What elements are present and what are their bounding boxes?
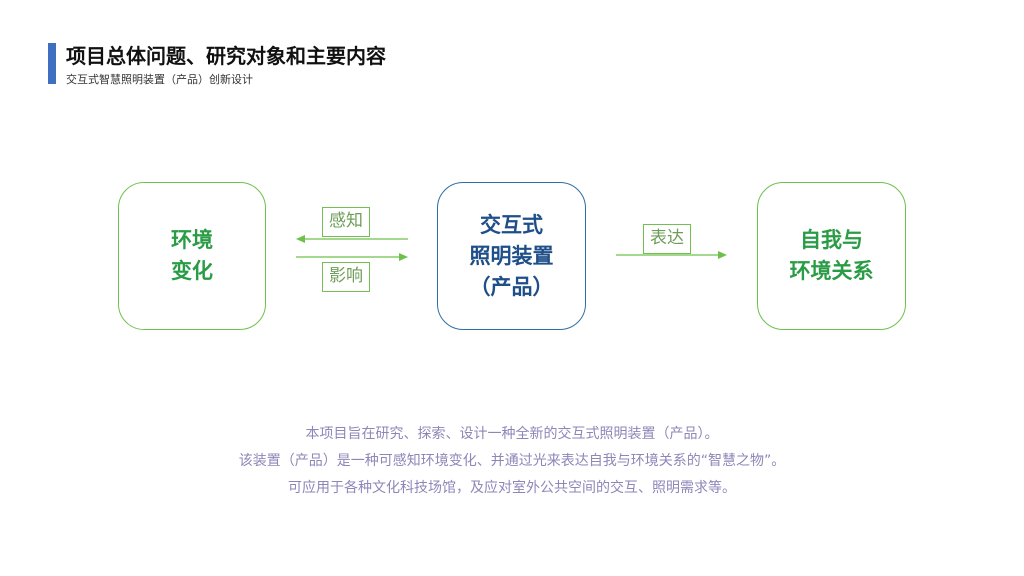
description-block: 本项目旨在研究、探索、设计一种全新的交互式照明装置（产品）。 该装置（产品）是一… bbox=[0, 421, 1024, 502]
node-self-environment-relation: 自我与 环境关系 bbox=[757, 182, 906, 330]
node-device-line-3: （产品） bbox=[469, 274, 554, 299]
node-device-line-2: 照明装置 bbox=[469, 243, 554, 268]
node-interactive-lighting-device: 交互式 照明装置 （产品） bbox=[437, 182, 586, 330]
edge-label-influence: 影响 bbox=[322, 262, 370, 292]
arrowhead-sense bbox=[296, 235, 305, 243]
arrowhead-express bbox=[718, 251, 727, 259]
page-subtitle: 交互式智慧照明装置（产品）创新设计 bbox=[66, 73, 253, 86]
node-environment-line-1: 环境 bbox=[171, 228, 213, 252]
edge-label-express: 表达 bbox=[643, 224, 691, 254]
node-device-line-1: 交互式 bbox=[480, 212, 543, 237]
node-environment-change: 环境 变化 bbox=[118, 182, 266, 330]
description-line-2: 该装置（产品）是一种可感知环境变化、并通过光来表达自我与环境关系的“智慧之物”。 bbox=[238, 453, 786, 469]
description-line-3: 可应用于各种文化科技场馆，及应对室外公共空间的交互、照明需求等。 bbox=[288, 480, 736, 496]
node-environment-line-2: 变化 bbox=[171, 259, 213, 283]
node-self-line-1: 自我与 bbox=[800, 228, 863, 252]
description-line-1: 本项目旨在研究、探索、设计一种全新的交互式照明装置（产品）。 bbox=[305, 426, 719, 442]
node-self-line-2: 环境关系 bbox=[789, 259, 874, 283]
title-accent-bar bbox=[48, 43, 56, 84]
arrowhead-influence bbox=[399, 253, 408, 261]
page-title: 项目总体问题、研究对象和主要内容 bbox=[66, 44, 386, 68]
edge-label-sense: 感知 bbox=[322, 207, 370, 237]
